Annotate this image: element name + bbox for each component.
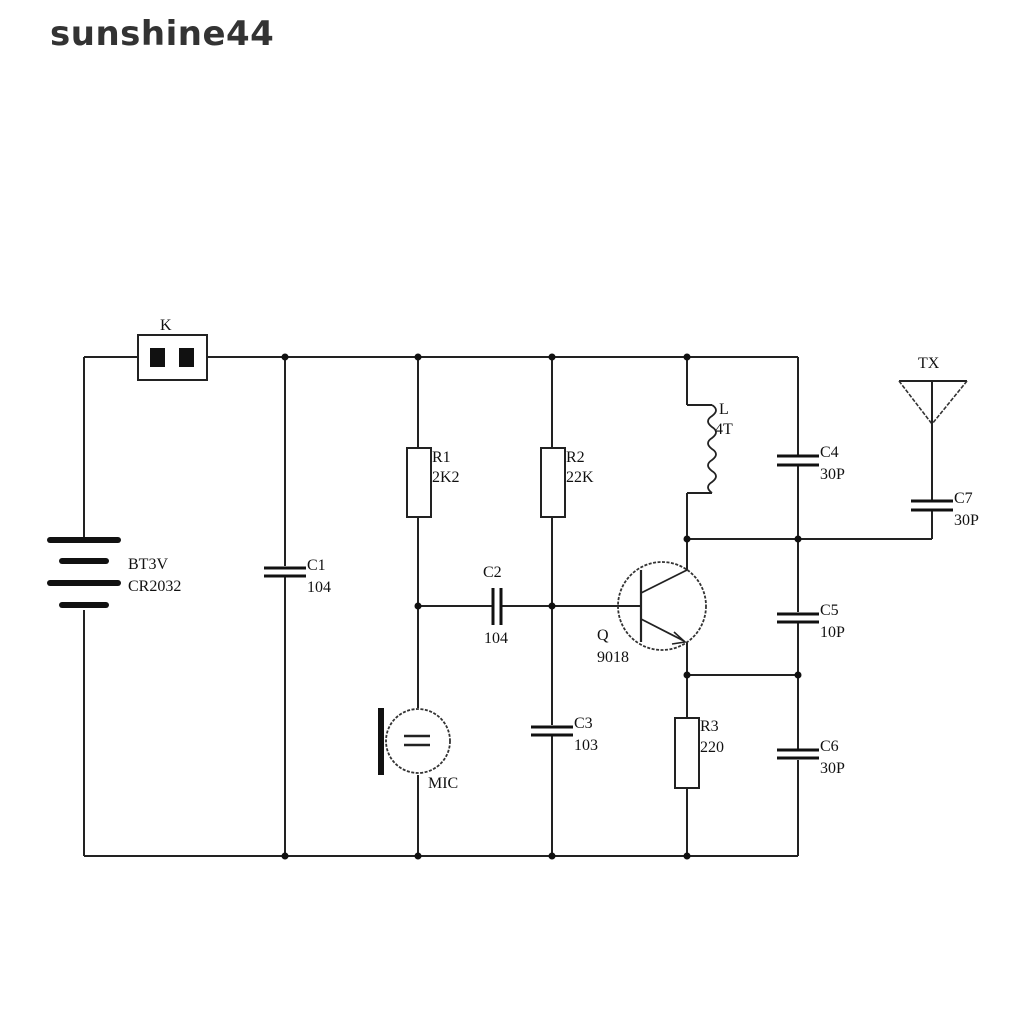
- inductor-l: L 4T: [707, 401, 733, 494]
- c3-ref: C3: [574, 715, 593, 732]
- c5-ref: C5: [820, 602, 839, 619]
- c3-value: 103: [574, 737, 598, 754]
- c4-value: 30P: [820, 466, 845, 483]
- battery: BT3V CR2032: [47, 537, 181, 608]
- junction-dot: [414, 852, 422, 860]
- resistor-r2: R2 22K: [540, 447, 594, 518]
- r1-ref: R1: [432, 449, 451, 466]
- l-value: 4T: [715, 421, 733, 438]
- capacitor-c5: C5 10P: [777, 602, 845, 641]
- q-value: 9018: [597, 649, 629, 666]
- transistor-q: Q 9018: [597, 561, 707, 666]
- battery-value: CR2032: [128, 578, 181, 595]
- r3-value: 220: [700, 739, 724, 756]
- antenna-tx: TX: [898, 355, 968, 425]
- junction-dot: [548, 852, 556, 860]
- c1-value: 104: [307, 579, 331, 596]
- junction-dot: [281, 353, 289, 361]
- junction-dot: [414, 602, 422, 610]
- c1-ref: C1: [307, 557, 326, 574]
- r1-value: 2K2: [432, 469, 460, 486]
- brand-watermark: sunshine44: [50, 14, 275, 54]
- junction-dot: [794, 671, 802, 679]
- junction-dot: [548, 353, 556, 361]
- capacitor-c4: C4 30P: [777, 444, 845, 483]
- c6-value: 30P: [820, 760, 845, 777]
- r2-value: 22K: [566, 469, 594, 486]
- c7-ref: C7: [954, 490, 973, 507]
- c5-value: 10P: [820, 624, 845, 641]
- c4-ref: C4: [820, 444, 839, 461]
- battery-ref: BT3V: [128, 556, 168, 573]
- microphone: MIC: [378, 708, 458, 792]
- wires: [83, 356, 933, 857]
- junction-dot: [548, 602, 556, 610]
- junction-dot: [794, 535, 802, 543]
- switch-k: K: [137, 317, 208, 381]
- capacitor-c3: C3 103: [531, 715, 598, 754]
- junction-dot: [683, 353, 691, 361]
- c7-value: 30P: [954, 512, 979, 529]
- l-ref: L: [719, 401, 729, 418]
- mic-label: MIC: [428, 775, 458, 792]
- q-ref: Q: [597, 627, 609, 644]
- c2-ref: C2: [483, 564, 502, 581]
- junction-dot: [683, 535, 691, 543]
- capacitor-c1: C1 104: [264, 557, 331, 596]
- capacitor-c7: C7 30P: [911, 490, 979, 529]
- r2-ref: R2: [566, 449, 585, 466]
- junction-dot: [683, 852, 691, 860]
- junctions: [281, 353, 802, 860]
- resistor-r1: R1 2K2: [406, 447, 460, 518]
- c2-value: 104: [484, 630, 508, 647]
- switch-label: K: [160, 317, 172, 334]
- c6-ref: C6: [820, 738, 839, 755]
- capacitor-c2: C2 104: [483, 564, 508, 647]
- junction-dot: [281, 852, 289, 860]
- junction-dot: [414, 353, 422, 361]
- junction-dot: [683, 671, 691, 679]
- antenna-label: TX: [918, 355, 940, 372]
- resistor-r3: R3 220: [674, 717, 724, 789]
- r3-ref: R3: [700, 718, 719, 735]
- capacitor-c6: C6 30P: [777, 738, 845, 777]
